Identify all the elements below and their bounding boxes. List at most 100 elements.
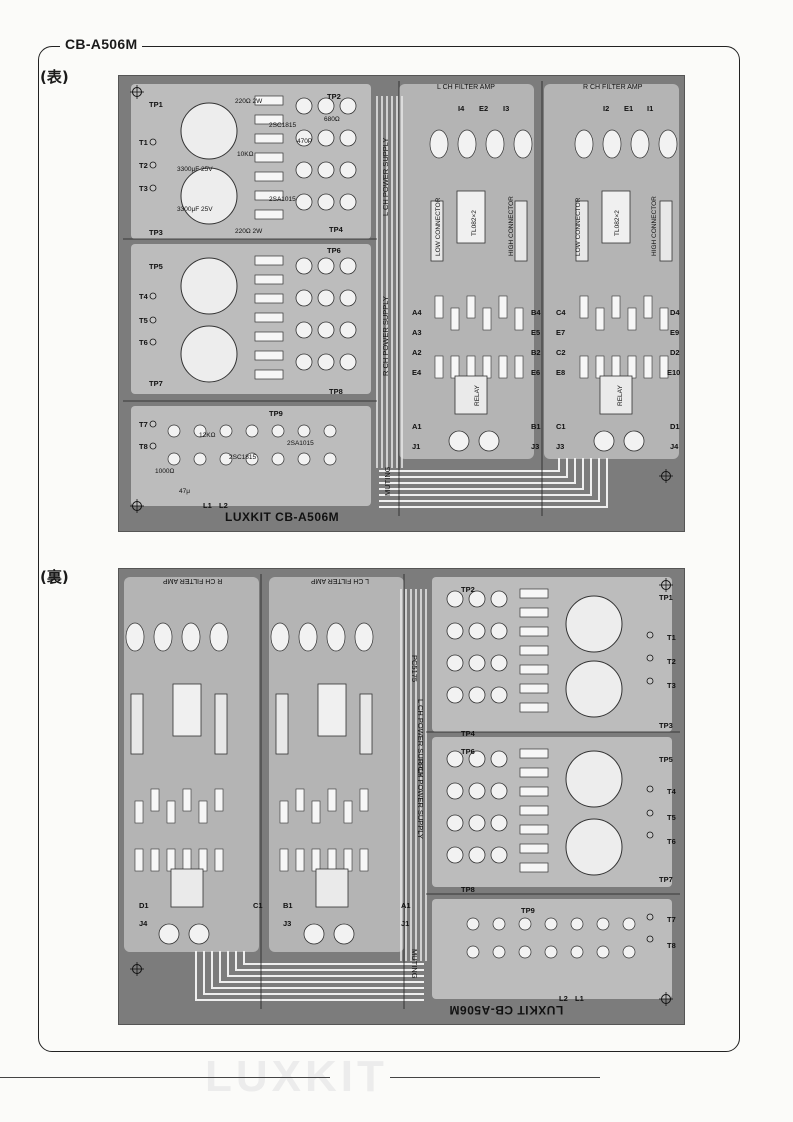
resistor	[254, 369, 284, 380]
back-t6: T6	[667, 837, 676, 846]
terminal-pad	[149, 420, 157, 428]
front-l-low-conn: LOW CONNECTOR	[435, 197, 442, 256]
resistor	[254, 133, 284, 144]
front-l-top-i4: I4	[458, 104, 465, 113]
front-tp8: TP8	[329, 387, 343, 396]
back-pcb-board: R CH FILTER AMP L CH FILTER AMP L CH POW…	[118, 568, 685, 1025]
front-r-top-i2: I2	[603, 104, 610, 113]
front-l-left-j1: J1	[412, 442, 421, 451]
electrolytic-capacitor-0	[565, 595, 623, 653]
resistor	[134, 800, 144, 824]
resistor	[643, 355, 653, 379]
small-capacitor	[446, 846, 464, 864]
small-capacitor	[446, 782, 464, 800]
front-r-left-c1: C1	[556, 422, 566, 431]
muting-component	[518, 945, 532, 959]
pcb-trace	[227, 951, 424, 977]
film-capacitor	[125, 622, 145, 652]
back-tp1: TP1	[659, 593, 673, 602]
small-capacitor	[490, 750, 508, 768]
terminal-pad	[646, 935, 654, 943]
terminal-pad	[149, 442, 157, 450]
output-capacitor	[478, 430, 500, 452]
front-r-right-d2: D2	[670, 348, 680, 357]
pcb-trace	[379, 458, 568, 478]
muting-component	[193, 424, 207, 438]
film-capacitor	[181, 622, 201, 652]
back-t2: T2	[667, 657, 676, 666]
resistor	[579, 295, 589, 319]
terminal-pad	[646, 913, 654, 921]
muting-component	[271, 452, 285, 466]
back-tp2: TP2	[461, 585, 475, 594]
film-capacitor	[153, 622, 173, 652]
film-capacitor	[326, 622, 346, 652]
muting-component	[167, 424, 181, 438]
connector-low	[359, 693, 373, 755]
output-capacitor	[158, 923, 180, 945]
front-rch-power-header: R CH POWER SUPPLY	[381, 296, 390, 376]
resistor	[466, 295, 476, 319]
resistor	[254, 312, 284, 323]
resistor	[295, 788, 305, 812]
small-capacitor	[490, 654, 508, 672]
front-mute-trans-1: 2SC1815	[229, 454, 257, 461]
small-capacitor	[295, 289, 313, 307]
film-capacitor	[574, 129, 594, 159]
small-capacitor	[490, 782, 508, 800]
small-capacitor	[317, 321, 335, 339]
small-capacitor	[295, 353, 313, 371]
resistor	[482, 307, 492, 331]
opamp-ic	[601, 190, 631, 244]
front-t6: T6	[139, 338, 148, 347]
resistor	[434, 355, 444, 379]
back-l1: L1	[575, 994, 584, 1003]
front-res-label-1: 220Ω 2W	[235, 98, 263, 105]
front-res-label-4: 680Ω	[324, 116, 340, 123]
small-capacitor	[339, 321, 357, 339]
film-capacitor	[270, 622, 290, 652]
back-a1: A1	[401, 901, 411, 910]
back-t4: T4	[667, 787, 676, 796]
resistor	[595, 355, 605, 379]
front-l-right-b4: B4	[531, 308, 541, 317]
muting-component	[466, 917, 480, 931]
connector-low	[575, 200, 589, 262]
small-capacitor	[468, 782, 486, 800]
bottom-rule-left	[0, 1077, 330, 1078]
resistor	[519, 824, 549, 835]
pcb-trace	[379, 458, 584, 490]
small-capacitor	[317, 353, 335, 371]
front-r-right-d4: D4	[670, 308, 680, 317]
resistor	[611, 355, 621, 379]
output-capacitor	[188, 923, 210, 945]
small-capacitor	[468, 814, 486, 832]
back-t1: T1	[667, 633, 676, 642]
electrolytic-capacitor-0	[180, 102, 238, 160]
electrolytic-capacitor-2	[180, 257, 238, 315]
resistor	[254, 209, 284, 220]
back-rch-filter-header: R CH FILTER AMP	[163, 577, 223, 584]
resistor	[519, 786, 549, 797]
front-r-high-conn: HIGH CONNECTOR	[651, 196, 658, 256]
pcb-trace	[219, 951, 424, 983]
resistor	[659, 355, 669, 379]
electrolytic-capacitor-3	[180, 325, 238, 383]
front-tp9: TP9	[269, 409, 283, 418]
front-l-left-a4: A4	[412, 308, 422, 317]
resistor	[519, 805, 549, 816]
front-r-right-e10: E10	[667, 368, 681, 377]
pcb-trace	[211, 951, 424, 989]
muting-component	[570, 917, 584, 931]
pcb-trace	[379, 458, 600, 502]
terminal-pad	[646, 677, 654, 685]
back-t7: T7	[667, 915, 676, 924]
front-r-relay: RELAY	[617, 385, 624, 406]
front-mute-trans-2: 2SA1015	[287, 440, 314, 447]
small-capacitor	[295, 161, 313, 179]
muting-component	[570, 945, 584, 959]
small-capacitor	[339, 129, 357, 147]
front-r-low-conn: LOW CONNECTOR	[575, 197, 582, 256]
muting-component	[271, 424, 285, 438]
resistor	[254, 190, 284, 201]
